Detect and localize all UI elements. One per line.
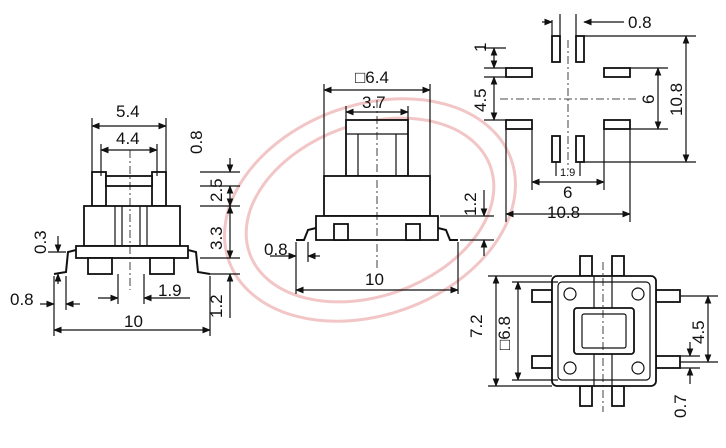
side-dim-0-8-lead: 0.8	[10, 290, 34, 309]
front-dim-1-2: 1.2	[461, 192, 480, 216]
side-body	[83, 205, 181, 247]
top-lead-n1	[579, 255, 593, 277]
fp-dim-10-8-v: 10.8	[667, 83, 686, 116]
top-lead-e1	[655, 289, 681, 303]
front-dim-3-7: 3.7	[362, 93, 386, 112]
side-dim-2-5: 2.5	[207, 178, 226, 202]
pad-right-bottom	[603, 119, 631, 130]
pad-left-bottom	[505, 119, 533, 130]
top-lead-s1	[579, 385, 593, 407]
top-lead-e2	[655, 355, 681, 369]
fp-dim-6-h: 6	[563, 183, 572, 202]
side-dim-3-3: 3.3	[207, 226, 226, 250]
side-foot-right	[149, 257, 175, 275]
front-view: □6.4 3.7 1.2 0.8 10	[264, 68, 494, 294]
front-dim-6-4: □6.4	[355, 68, 389, 87]
pad-right-top	[603, 67, 631, 78]
front-lead-left	[296, 227, 317, 241]
side-view: 5.4 4.4 0.8 2.5 3.3 0.3 0.8 1.9 10 1.2	[10, 102, 240, 336]
side-dim-5-4: 5.4	[116, 102, 140, 121]
top-lead-w2	[531, 355, 553, 369]
fp-dim-1: 1	[471, 43, 490, 52]
top-lead-s2	[611, 385, 625, 407]
front-foot-left	[333, 223, 349, 241]
front-lead-right	[437, 227, 458, 241]
pad-bottom-left	[551, 135, 561, 163]
top-dim-4-5: 4.5	[689, 320, 708, 344]
pad-top-left	[551, 35, 561, 63]
pad-bottom-right	[575, 135, 585, 163]
side-dim-0-8: 0.8	[187, 130, 206, 154]
pcb-footprint: 0.8 1 4.5 6 10.8 1.9 6 10.8	[471, 13, 696, 222]
side-dim-4-4: 4.4	[116, 129, 140, 148]
side-lead-right	[187, 249, 211, 275]
fp-dim-0-8: 0.8	[628, 13, 652, 32]
pad-top-right	[575, 35, 585, 63]
top-lead-n2	[611, 255, 625, 277]
fp-dim-4-5: 4.5	[471, 88, 490, 112]
front-foot-right	[405, 223, 421, 241]
side-right-post	[151, 171, 167, 207]
top-lead-w1	[531, 289, 553, 303]
fp-dim-10-8-h: 10.8	[547, 203, 580, 222]
top-dim-7-2: 7.2	[467, 314, 486, 338]
side-dim-10: 10	[124, 312, 143, 331]
front-dim-10: 10	[365, 270, 384, 289]
side-left-post	[91, 171, 107, 207]
top-actuator	[573, 307, 635, 355]
side-base	[75, 245, 189, 259]
top-dim-0-7: 0.7	[671, 394, 690, 418]
side-actuator	[105, 175, 153, 187]
side-lead-left	[53, 249, 77, 275]
side-dim-0-3: 0.3	[31, 230, 50, 254]
front-dim-0-8: 0.8	[264, 240, 288, 259]
top-dim-6-8: □6.8	[495, 316, 514, 350]
side-foot-left	[87, 257, 113, 275]
fp-dim-1-9: 1.9	[560, 167, 575, 179]
top-view: 7.2 □6.8 4.5 0.7	[467, 255, 718, 418]
side-dim-1-2: 1.2	[207, 294, 226, 318]
fp-dim-6-v: 6	[639, 95, 658, 104]
pad-left-top	[505, 67, 533, 78]
side-dim-1-9: 1.9	[158, 281, 182, 300]
